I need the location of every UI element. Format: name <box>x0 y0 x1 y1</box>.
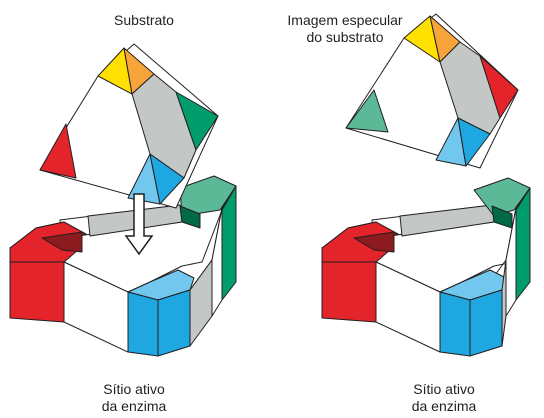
enzyme-dark-green-left <box>179 205 201 229</box>
enzyme-active-site-left <box>9 175 237 357</box>
active-site-label-right: Sítio ativo da enzima <box>411 381 477 414</box>
substrate-blue-triangle <box>149 153 185 205</box>
enzyme-white-front-right <box>375 261 441 353</box>
enzyme-red-pocket-left <box>41 231 83 253</box>
substrate-green-triangle <box>175 91 219 151</box>
mirror-substrate-label: Imagem especular do substrato <box>287 12 403 45</box>
mirror-substrate-molecule <box>345 13 519 169</box>
enzyme-blue-side-left <box>157 289 191 357</box>
enzyme-red-front-right <box>321 261 377 323</box>
active-site-label-left: Sítio ativo da enzima <box>101 381 167 414</box>
enzyme-back-wall-grey-right <box>399 204 495 237</box>
enzyme-red-front-left <box>9 261 65 323</box>
enzyme-white-side-left <box>211 207 223 317</box>
enzyme-blue-front-left <box>127 291 159 357</box>
mirror-substrate-green-triangle <box>345 89 389 133</box>
down-arrow-icon <box>124 193 154 256</box>
mirror-substrate-red-triangle <box>479 55 519 119</box>
mirror-substrate-blue-triangle <box>457 117 491 167</box>
enzyme-blue-side-right <box>469 289 503 357</box>
substrate-molecule <box>39 43 219 209</box>
enzyme-red-pocket-right <box>353 231 395 253</box>
enzyme-white-front-left <box>63 261 129 353</box>
enzyme-blue-front-right <box>439 291 471 357</box>
enzyme-grey-side-right <box>501 259 507 347</box>
substrate-red-triangle <box>39 123 77 179</box>
substrate-label: Substrato <box>114 12 174 28</box>
enzyme-white-side-right <box>505 207 517 317</box>
enzyme-active-site-right <box>321 177 531 357</box>
